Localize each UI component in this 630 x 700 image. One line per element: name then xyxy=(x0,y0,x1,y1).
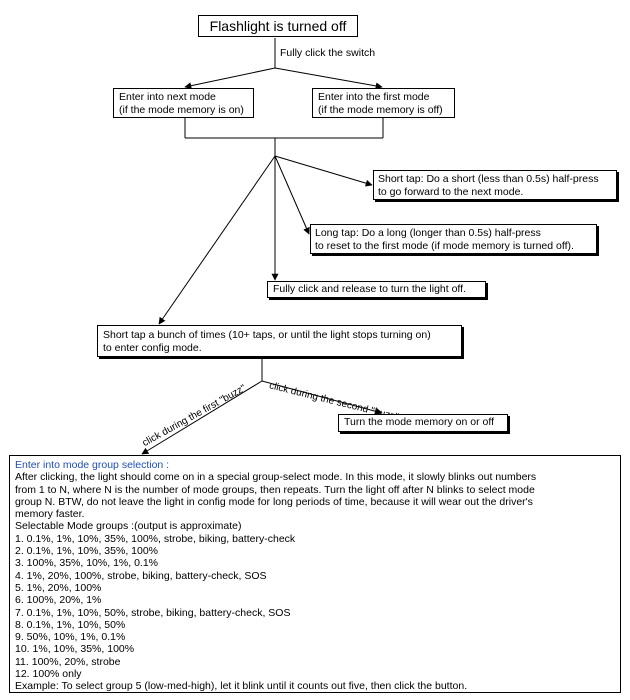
mode-group-item: 8. 0.1%, 1%, 10%, 50% xyxy=(15,618,126,631)
node-config-mode: Short tap a bunch of times (10+ taps, or… xyxy=(97,325,462,357)
node-next-mode-line-2: (if the mode memory is on) xyxy=(119,104,244,116)
mode-group-item: 9. 50%, 10%, 1%, 0.1% xyxy=(15,631,126,644)
connector-to-long-tap xyxy=(274,155,310,235)
group-description-line: from 1 to N, where N is the number of mo… xyxy=(15,483,535,496)
mode-group-item: 3. 100%, 35%, 10%, 1%, 0.1% xyxy=(15,557,159,570)
mode-group-item: 7. 0.1%, 1%, 10%, 50%, strobe, biking, b… xyxy=(15,606,291,619)
node-next-mode-line-1: Enter into next mode xyxy=(119,91,216,103)
mode-group-item: 10. 1%, 10%, 35%, 100% xyxy=(15,643,135,656)
node-short-tap: Short tap: Do a short (less than 0.5s) h… xyxy=(373,170,617,200)
groups-heading: Selectable Mode groups :(output is appro… xyxy=(15,520,242,533)
mode-group-item: 12. 100% only xyxy=(15,668,82,681)
edge-label-fully-click: Fully click the switch xyxy=(280,47,376,59)
node-long-tap-line-1: Long tap: Do a long (longer than 0.5s) h… xyxy=(315,227,541,239)
group-selection-heading: Enter into mode group selection : xyxy=(15,459,170,471)
node-long-tap-line-2: to reset to the first mode (if mode memo… xyxy=(315,240,574,252)
connector-to-short-tap xyxy=(274,155,373,187)
node-first-mode-line-2: (if the mode memory is off) xyxy=(318,104,443,116)
node-group-selection: Enter into mode group selection : After … xyxy=(9,455,621,693)
mode-group-item: 6. 100%, 20%, 1% xyxy=(15,594,102,607)
node-short-tap-line-1: Short tap: Do a short (less than 0.5s) h… xyxy=(378,173,599,185)
mode-group-item: 1. 0.1%, 1%, 10%, 35%, 100%, strobe, bik… xyxy=(15,532,296,545)
node-next-mode: Enter into next mode (if the mode memory… xyxy=(113,88,254,118)
mode-group-item: 5. 1%, 20%, 100% xyxy=(15,581,102,594)
connector-to-config xyxy=(158,155,276,325)
connector-to-memory xyxy=(261,380,383,415)
mode-group-item: 4. 1%, 20%, 100%, strobe, biking, batter… xyxy=(15,569,267,582)
node-config-line-2: to enter config mode. xyxy=(103,342,202,354)
group-example: Example: To select group 5 (low-med-high… xyxy=(15,680,468,693)
node-config-line-1: Short tap a bunch of times (10+ taps, or… xyxy=(103,329,431,341)
group-description-line: memory faster. xyxy=(15,508,85,521)
mode-group-item: 2. 0.1%, 1%, 10%, 35%, 100% xyxy=(15,545,159,558)
node-turn-off: Fully click and release to turn the ligh… xyxy=(267,281,486,298)
group-description-line: group N. BTW, do not leave the light in … xyxy=(15,495,533,508)
node-long-tap: Long tap: Do a long (longer than 0.5s) h… xyxy=(310,224,597,254)
node-mode-memory: Turn the mode memory on or off xyxy=(338,414,508,432)
connector-to-next-mode xyxy=(184,67,276,90)
node-first-mode: Enter into the first mode (if the mode m… xyxy=(312,88,455,118)
node-first-mode-line-1: Enter into the first mode xyxy=(318,91,430,103)
group-description-line: After clicking, the light should come on… xyxy=(15,471,537,484)
mode-group-item: 11. 100%, 20%, strobe xyxy=(15,655,121,668)
node-short-tap-line-2: to go forward to the next mode. xyxy=(378,186,524,198)
connector-to-group xyxy=(141,380,263,455)
connector-to-first-mode xyxy=(274,67,383,90)
start-node-title: Flashlight is turned off xyxy=(198,15,358,37)
